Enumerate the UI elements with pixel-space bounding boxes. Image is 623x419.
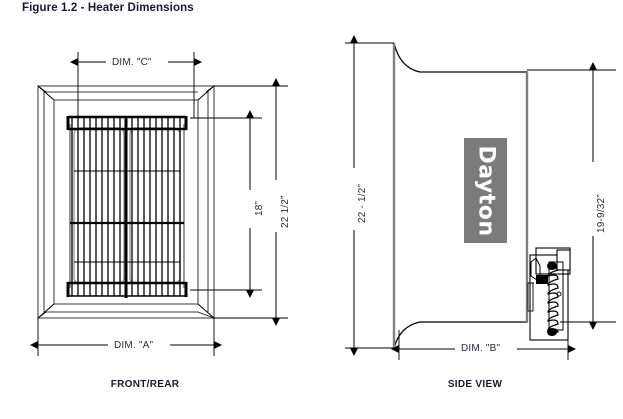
dim-2212-text-mask [269,180,284,232]
dim-side-height-label: 22 - 1/2” [357,183,368,223]
dim-a-label: DIM. "A" [114,340,154,351]
dim-2212-label: 22 1/2” [280,195,291,228]
dim-18-label: 18” [254,200,265,216]
side-mounting-bracket [527,247,571,341]
front-outer-frame [37,85,215,319]
dim-c-text-mask [106,54,168,70]
dim-a-leaders [37,318,215,356]
dim-side-body-label: 19-9/32” [596,194,607,233]
front-view-group [30,52,288,356]
dim-c-label: DIM. "C" [112,57,152,68]
dim-b-text-mask [455,341,517,357]
dim-18-text-mask [243,190,258,228]
page-title: Figure 1.2 - Heater Dimensions [22,2,194,14]
dim-side-height-text-mask [346,168,362,230]
dim-side-body-text-mask [585,162,601,236]
side-body-outline [393,42,528,349]
dim-side-body-leaders [527,69,616,323]
front-grille-bars-right [131,118,181,296]
dayton-brand-label: Dayton [473,144,498,237]
dim-a-text-mask [108,337,170,353]
front-grille-rails [68,115,186,297]
front-grille-bars-left [71,118,121,296]
side-view-group [345,35,616,360]
front-view-caption: FRONT/REAR [110,379,180,390]
side-view-caption: SIDE VIEW [447,379,503,390]
dayton-brand-badge: Dayton [464,138,507,243]
dim-b-label: DIM. "B" [461,343,501,354]
